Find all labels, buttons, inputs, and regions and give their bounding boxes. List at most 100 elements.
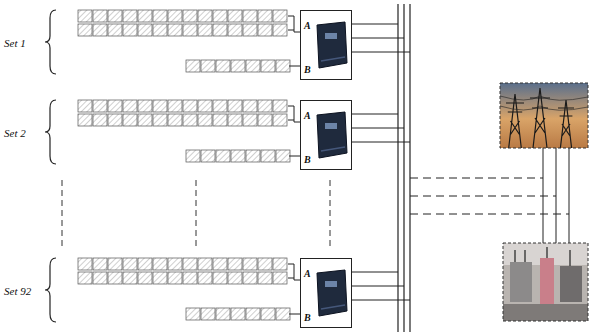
- pv-panel: [261, 150, 275, 162]
- bus-bar: [409, 4, 410, 332]
- pv-panel: [258, 272, 272, 284]
- pv-panel: [138, 24, 152, 36]
- bus-bar: [397, 4, 398, 332]
- ac-wire: [352, 38, 404, 39]
- pv-panel: [273, 24, 287, 36]
- pv-panel: [93, 100, 107, 112]
- pv-panel: [93, 114, 107, 126]
- pv-panel: [231, 150, 245, 162]
- grid-line: [569, 148, 570, 243]
- grid-link-dashed: [410, 214, 569, 215]
- pv-panel: [108, 100, 122, 112]
- continuation-dash: [196, 180, 197, 250]
- ac-wire: [352, 286, 404, 287]
- ac-wire: [352, 142, 410, 143]
- continuation-dash: [62, 180, 63, 250]
- input-label: A: [304, 21, 311, 31]
- pv-panel: [93, 10, 107, 22]
- pv-panel: [273, 100, 287, 112]
- pv-array: [45, 10, 410, 74]
- pv-panel: [108, 24, 122, 36]
- ac-wire: [352, 114, 398, 115]
- pv-panel: [276, 150, 290, 162]
- pv-panel: [153, 258, 167, 270]
- pv-panel: [153, 114, 167, 126]
- inverter-box: AB: [300, 100, 352, 170]
- pv-panel: [258, 10, 272, 22]
- dc-wire: [288, 106, 300, 122]
- pv-panel: [201, 60, 215, 72]
- pv-panel: [216, 150, 230, 162]
- pv-panel: [198, 24, 212, 36]
- pv-panel: [213, 258, 227, 270]
- pv-panel: [258, 258, 272, 270]
- grid-link-dashed: [410, 178, 543, 179]
- pv-panel: [168, 100, 182, 112]
- pv-panel: [168, 24, 182, 36]
- pv-panel: [186, 308, 200, 320]
- set-label: Set 92: [4, 286, 31, 297]
- input-label: B: [304, 313, 311, 323]
- pv-panel: [198, 100, 212, 112]
- pv-panel: [123, 114, 137, 126]
- pv-panel: [138, 258, 152, 270]
- pv-panel: [213, 100, 227, 112]
- input-label: B: [304, 65, 311, 75]
- pv-panel: [213, 10, 227, 22]
- pv-panel: [216, 60, 230, 72]
- pv-panel: [276, 60, 290, 72]
- pv-panel: [183, 258, 197, 270]
- pv-panel: [198, 10, 212, 22]
- pv-panel: [78, 24, 92, 36]
- pv-panel: [228, 100, 242, 112]
- pv-panel: [108, 272, 122, 284]
- pv-panel: [276, 308, 290, 320]
- pv-panel: [93, 24, 107, 36]
- pv-panel: [243, 272, 257, 284]
- bus-bar: [403, 4, 404, 332]
- pv-panel: [153, 24, 167, 36]
- pv-panel: [261, 308, 275, 320]
- pv-panel: [108, 114, 122, 126]
- input-label: A: [304, 111, 311, 121]
- pv-panel: [243, 258, 257, 270]
- pv-panel: [201, 308, 215, 320]
- pv-panel: [216, 308, 230, 320]
- pv-panel: [231, 308, 245, 320]
- ac-wire: [352, 24, 398, 25]
- pv-panel: [213, 24, 227, 36]
- input-label: A: [304, 269, 311, 279]
- pv-panel: [108, 10, 122, 22]
- pv-panel: [138, 272, 152, 284]
- pv-panel: [183, 272, 197, 284]
- brace: [45, 258, 56, 322]
- pv-panel: [243, 24, 257, 36]
- pv-panel: [213, 272, 227, 284]
- pv-panel: [138, 10, 152, 22]
- ac-wire: [352, 300, 410, 301]
- pv-panel: [168, 10, 182, 22]
- pv-panel: [138, 100, 152, 112]
- pv-panel: [153, 10, 167, 22]
- pv-panel: [168, 272, 182, 284]
- pv-panel: [168, 114, 182, 126]
- pv-panel: [273, 10, 287, 22]
- pv-panel: [273, 272, 287, 284]
- pv-panel: [78, 258, 92, 270]
- pv-panel: [231, 60, 245, 72]
- set-label: Set 1: [4, 38, 26, 49]
- pv-panel: [78, 272, 92, 284]
- pv-panel: [228, 272, 242, 284]
- pv-panel: [258, 100, 272, 112]
- inverter-box: AB: [300, 258, 352, 328]
- pv-panel: [246, 308, 260, 320]
- pv-panel: [183, 24, 197, 36]
- pv-panel: [186, 60, 200, 72]
- pv-panel: [258, 114, 272, 126]
- dc-wire: [289, 314, 300, 315]
- grid-link-dashed: [410, 196, 556, 197]
- dc-wire: [289, 156, 300, 157]
- ac-wire: [352, 128, 404, 129]
